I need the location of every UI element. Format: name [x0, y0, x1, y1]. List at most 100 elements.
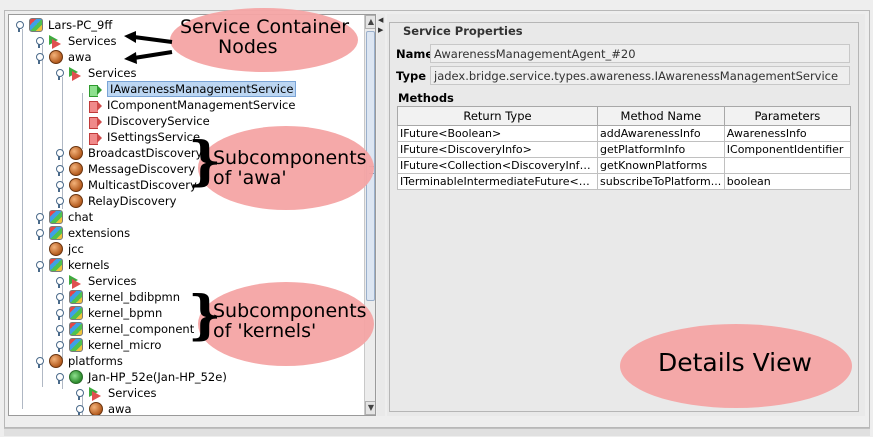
table-cell: IComponentIdentifier — [723, 141, 852, 158]
table-row[interactable]: ITerminableIntermediateFuture<D... subsc… — [397, 173, 852, 190]
table-cell: IFuture<Collection<DiscoveryInfo>> — [397, 157, 598, 174]
expand-handle-icon[interactable] — [55, 197, 64, 208]
table-cell: IFuture<Boolean> — [397, 125, 598, 142]
annotation-text-line: Nodes — [218, 35, 278, 58]
table-cell: getPlatformInfo — [597, 141, 725, 158]
platform-icon — [69, 338, 83, 352]
tree-node-label: ISettingsService — [107, 130, 201, 144]
methods-label: Methods — [398, 91, 454, 105]
details-panel: Service Properties Name AwarenessManagem… — [387, 14, 865, 416]
table-cell: IFuture<DiscoveryInfo> — [397, 141, 598, 158]
tree-node-kernel-component[interactable]: kernel_component — [55, 321, 194, 337]
tree-node-icomponentmanagement-service[interactable]: IComponentManagementService — [89, 97, 295, 113]
bottom-divider — [4, 428, 870, 436]
tree-node-relay-discovery[interactable]: RelayDiscovery — [55, 193, 176, 209]
table-cell: subscribeToPlatform... — [597, 173, 725, 190]
column-header-parameters[interactable]: Parameters — [723, 106, 852, 126]
tree-node-kernel-bdibpmn[interactable]: kernel_bdibpmn — [55, 289, 180, 305]
expand-handle-icon[interactable] — [35, 229, 44, 240]
annotation-service-container: Service Container Nodes — [180, 16, 350, 58]
tree-node-broadcast-discovery[interactable]: BroadcastDiscovery — [55, 145, 202, 161]
remote-platform-icon — [69, 370, 83, 384]
tree-node-iawareness-service[interactable]: IAwarenessManagementService — [89, 81, 297, 97]
tree-node-root[interactable]: Lars-PC_9ff — [15, 17, 112, 33]
collapse-handle-icon[interactable] — [35, 357, 44, 368]
tree-node-label: kernel_bpmn — [88, 306, 163, 320]
scroll-up-arrow-icon[interactable]: ▲ — [365, 15, 375, 29]
services-icon — [49, 34, 63, 49]
table-row[interactable]: IFuture<Boolean> addAwarenessInfo Awaren… — [397, 125, 852, 142]
tree-node-awa[interactable]: awa — [35, 49, 92, 65]
table-row[interactable]: IFuture<Collection<DiscoveryInfo>> getKn… — [397, 157, 852, 174]
tree-node-idiscovery-service[interactable]: IDiscoveryService — [89, 113, 210, 129]
tree-node-jan-services[interactable]: Services — [75, 385, 157, 401]
required-service-icon — [89, 101, 102, 113]
component-icon — [69, 194, 83, 208]
table-cell: addAwarenessInfo — [597, 125, 725, 142]
tree-node-jcc[interactable]: jcc — [49, 241, 84, 257]
collapse-handle-icon[interactable] — [55, 69, 64, 80]
tree-node-kernels-services[interactable]: Services — [55, 273, 137, 289]
tree-vertical-scrollbar[interactable]: ▲ ▼ — [364, 15, 375, 415]
tree-node-extensions[interactable]: extensions — [35, 225, 130, 241]
collapse-handle-icon[interactable] — [35, 261, 44, 272]
tree-node-isettings-service[interactable]: ISettingsService — [89, 129, 200, 145]
tree-node-awa-services[interactable]: Services — [55, 65, 137, 81]
type-field[interactable]: jadex.bridge.service.types.awareness.IAw… — [430, 66, 850, 85]
tree-node-label: awa — [108, 402, 132, 416]
annotation-text-line: Service Container — [180, 16, 350, 38]
column-header-return-type[interactable]: Return Type — [397, 106, 598, 126]
split-pane-divider[interactable]: ◀ ▶ — [377, 14, 385, 416]
split-right-arrow-icon[interactable]: ▶ — [378, 26, 384, 34]
expand-handle-icon[interactable] — [55, 309, 64, 320]
platform-icon — [69, 322, 83, 336]
tree-node-kernels[interactable]: kernels — [35, 257, 109, 273]
column-header-method-name[interactable]: Method Name — [597, 106, 725, 126]
expand-handle-icon[interactable] — [55, 149, 64, 160]
platform-icon — [49, 210, 63, 224]
tree-node-kernel-bpmn[interactable]: kernel_bpmn — [55, 305, 162, 321]
annotation-details-view: Details View — [658, 348, 812, 377]
tree-node-label: MessageDiscovery — [88, 162, 196, 176]
expand-handle-icon[interactable] — [55, 341, 64, 352]
tree-node-platforms[interactable]: platforms — [35, 353, 123, 369]
tree-node-message-discovery[interactable]: MessageDiscovery — [55, 161, 195, 177]
annotation-text-line: Subcomponents — [213, 300, 367, 322]
tree-node-chat[interactable]: chat — [35, 209, 93, 225]
tree-node-label: RelayDiscovery — [88, 194, 177, 208]
collapse-handle-icon[interactable] — [35, 53, 44, 64]
collapse-handle-icon[interactable] — [15, 21, 24, 32]
annotation-bubble-service-container — [170, 8, 358, 72]
brace-icon: } — [188, 131, 222, 192]
table-cell: ITerminableIntermediateFuture<D... — [397, 173, 598, 190]
expand-handle-icon[interactable] — [55, 293, 64, 304]
table-row[interactable]: IFuture<DiscoveryInfo> getPlatformInfo I… — [397, 141, 852, 158]
expand-handle-icon[interactable] — [75, 389, 84, 400]
tree-node-label: Services — [108, 386, 157, 400]
tree-node-jan-hp[interactable]: Jan-HP_52e(Jan-HP_52e) — [55, 369, 227, 385]
tree-node-multicast-discovery[interactable]: MulticastDiscovery — [55, 177, 197, 193]
annotation-sub-awa: Subcomponents of 'awa' — [213, 148, 367, 189]
tree-node-label: MulticastDiscovery — [88, 178, 197, 192]
component-icon — [49, 242, 63, 256]
component-icon — [69, 146, 83, 160]
name-field[interactable]: AwarenessManagementAgent_#20 — [430, 44, 850, 63]
tree-node-kernel-micro[interactable]: kernel_micro — [55, 337, 161, 353]
expand-handle-icon[interactable] — [55, 277, 64, 288]
collapse-handle-icon[interactable] — [55, 373, 64, 384]
expand-handle-icon[interactable] — [35, 37, 44, 48]
expand-handle-icon[interactable] — [55, 325, 64, 336]
tree-node-services[interactable]: Services — [35, 33, 117, 49]
group-title: Service Properties — [400, 24, 526, 38]
expand-handle-icon[interactable] — [35, 213, 44, 224]
expand-handle-icon[interactable] — [55, 181, 64, 192]
component-icon — [69, 162, 83, 176]
expand-handle-icon[interactable] — [55, 165, 64, 176]
scroll-down-arrow-icon[interactable]: ▼ — [365, 401, 375, 415]
tree-node-label: Services — [88, 66, 137, 80]
tree-node-label: Jan-HP_52e(Jan-HP_52e) — [88, 370, 227, 384]
split-left-arrow-icon[interactable]: ◀ — [378, 16, 384, 24]
methods-table[interactable]: Return Type Method Name Parameters IFutu… — [397, 106, 852, 190]
tree-node-jan-awa[interactable]: awa — [75, 401, 132, 416]
expand-handle-icon[interactable] — [75, 405, 84, 415]
